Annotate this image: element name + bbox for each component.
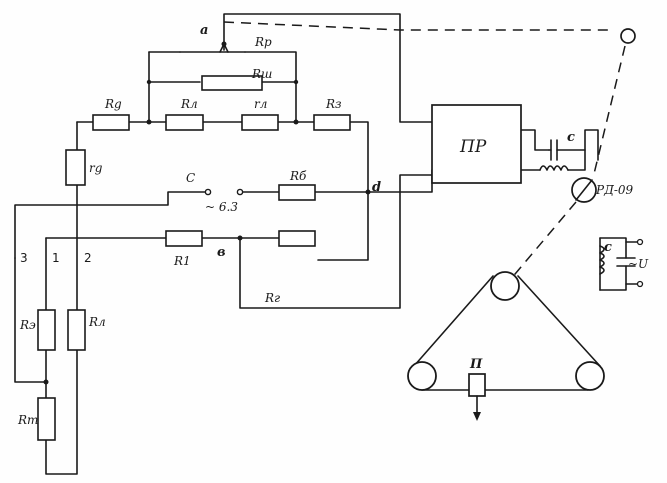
label-wire-2: 2 [84,251,92,265]
carriage-p [468,373,486,397]
resistor-rb [278,184,316,201]
label-pr: ПР [459,137,487,157]
label-rd09: РД-09 [595,183,634,197]
label-ac-u: ~U [628,257,649,271]
resistor-rz [313,114,351,131]
resistor-r1 [165,230,203,247]
resistor-rl [165,114,204,131]
label-wire-1: 1 [52,251,60,265]
label-rs: Rэ [19,318,36,332]
ac-supply [599,238,644,288]
label-node-a: а [200,23,208,38]
resistor-r1-right [278,230,316,247]
resistor-rl-small [241,114,279,131]
label-cap-c: c [567,130,575,145]
label-rz: Rз [325,97,342,111]
pr-amplifier-block [431,104,522,184]
label-rt: Rт [17,413,38,427]
pulley-left [407,361,437,391]
label-r1: R1 [173,254,191,268]
label-rp: Rр [254,35,272,49]
resistor-rsh [201,75,263,91]
label-wire-3: 3 [20,251,28,265]
label-rsh: Rш [251,67,272,81]
resistors [37,75,351,441]
junctions [43,41,371,385]
resistor-rd [92,114,130,131]
belt-mechanism [407,271,605,421]
label-rb: Rб [289,169,307,183]
label-node-d: d [372,180,381,195]
mechanical-links [223,21,626,281]
resistor-rs [37,309,56,351]
label-pulley-p: П [469,357,483,372]
label-rd-vertical: rg [89,161,103,175]
capacitor-c [548,139,558,161]
pulley-right [575,361,605,391]
labels: а Rр Rш Rg Rл rл Rз rg С ~ 6.3 Rб d 3 1 … [17,23,649,427]
label-node-c: С [186,171,195,185]
label-cap-c2: c [604,240,612,255]
motor-rd09 [571,177,597,203]
label-node-b: в [217,245,226,260]
label-rl: Rл [180,97,198,111]
label-supply: ~ 6.3 [205,200,238,214]
pulley-top [490,271,520,301]
resistor-rt [37,397,56,441]
label-rd: Rg [104,97,122,111]
label-rl-lower: Rл [88,315,106,329]
wiring [14,13,641,475]
label-rg: Rг [264,291,280,305]
pulley-top-icon [620,28,636,44]
resistor-rl-lower [67,309,86,351]
rheostat-rp [179,43,246,53]
coil-icon [539,165,569,171]
label-rl-small: rл [254,97,267,111]
resistor-rd-vertical [65,149,86,186]
supply-terminals [204,188,244,196]
